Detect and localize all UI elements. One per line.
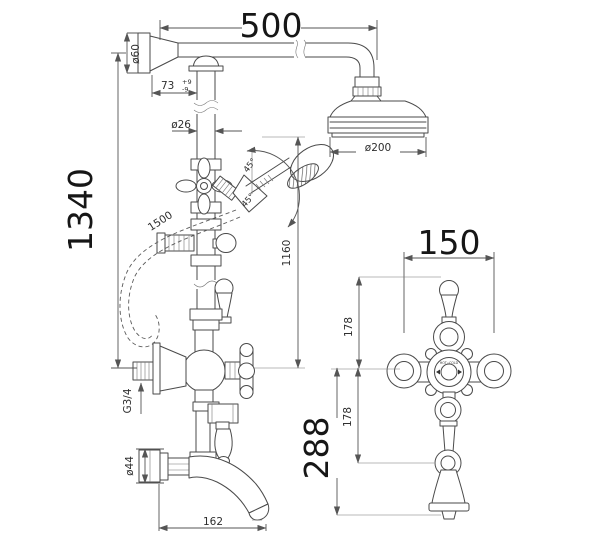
right-union — [476, 353, 512, 389]
flange-diameter-label: ø60 — [130, 44, 142, 64]
dim-centres-lower: 178 — [342, 367, 434, 464]
front-view: 150 HOT△COLD — [297, 223, 512, 520]
dim-spout-reach: 162 — [158, 484, 267, 532]
left-union — [386, 353, 422, 389]
temperature-dial — [434, 357, 464, 387]
inlet-thread — [132, 361, 154, 381]
riser-diameter-label: ø26 — [171, 119, 191, 131]
spout-wall-flange — [138, 449, 161, 483]
side-view: 45° 45° 1500 — [61, 6, 429, 532]
front-flow-lever — [433, 280, 465, 353]
shower-head — [327, 100, 429, 138]
arm-projection-label: 500 — [240, 6, 303, 45]
dial-marking-label: HOT△COLD — [440, 361, 459, 365]
spout-tip — [248, 503, 270, 521]
diverter-lever — [214, 428, 233, 459]
overall-height-label: 1340 — [61, 168, 100, 252]
dim-outlet-drop: 288 — [297, 367, 441, 516]
valve-side — [132, 278, 255, 466]
dim-overall-height: 1340 — [61, 52, 137, 369]
dim-centres-upper: 178 — [343, 276, 441, 369]
dim-arm-projection: 500 — [159, 6, 378, 60]
wall-bracket-knob — [215, 233, 237, 253]
valve-width-label: 150 — [418, 223, 481, 262]
shower-arm — [177, 39, 382, 102]
hose-outlet — [156, 218, 237, 267]
front-outlet — [428, 391, 470, 520]
valve-body-sphere — [182, 349, 226, 393]
riser-height-label: 1160 — [281, 240, 293, 267]
dim-flange-diameter: ø60 — [123, 32, 142, 74]
wall-offset-tol-minus: -9 — [182, 86, 188, 94]
outlet-drop-label: 288 — [297, 417, 336, 480]
dim-riser-diameter: ø26 — [171, 119, 242, 135]
diverter-drum — [207, 403, 239, 424]
head-diameter-label: ø200 — [365, 142, 391, 154]
arm-wall-flange — [137, 32, 179, 74]
dim-inlet-thread: G3/4 — [122, 382, 145, 414]
inlet-thread-label: G3/4 — [122, 388, 134, 413]
dim-valve-width: 150 — [403, 223, 495, 333]
centres-upper-label: 178 — [343, 317, 355, 337]
wall-offset-tol-plus: +9 — [182, 78, 192, 86]
spout-flange-diameter-label: ø44 — [124, 456, 136, 476]
wall-offset-label: 73 — [161, 80, 174, 92]
dim-riser-height: 1160 — [253, 136, 305, 369]
centres-lower-label: 178 — [342, 407, 354, 427]
spout-reach-label: 162 — [203, 516, 223, 528]
dim-spout-flange-diameter: ø44 — [124, 448, 164, 484]
front-valve-body: HOT△COLD — [386, 348, 512, 396]
dim-head-diameter: ø200 — [329, 137, 427, 157]
dim-wall-offset: 73 +9 -9 — [151, 75, 198, 97]
